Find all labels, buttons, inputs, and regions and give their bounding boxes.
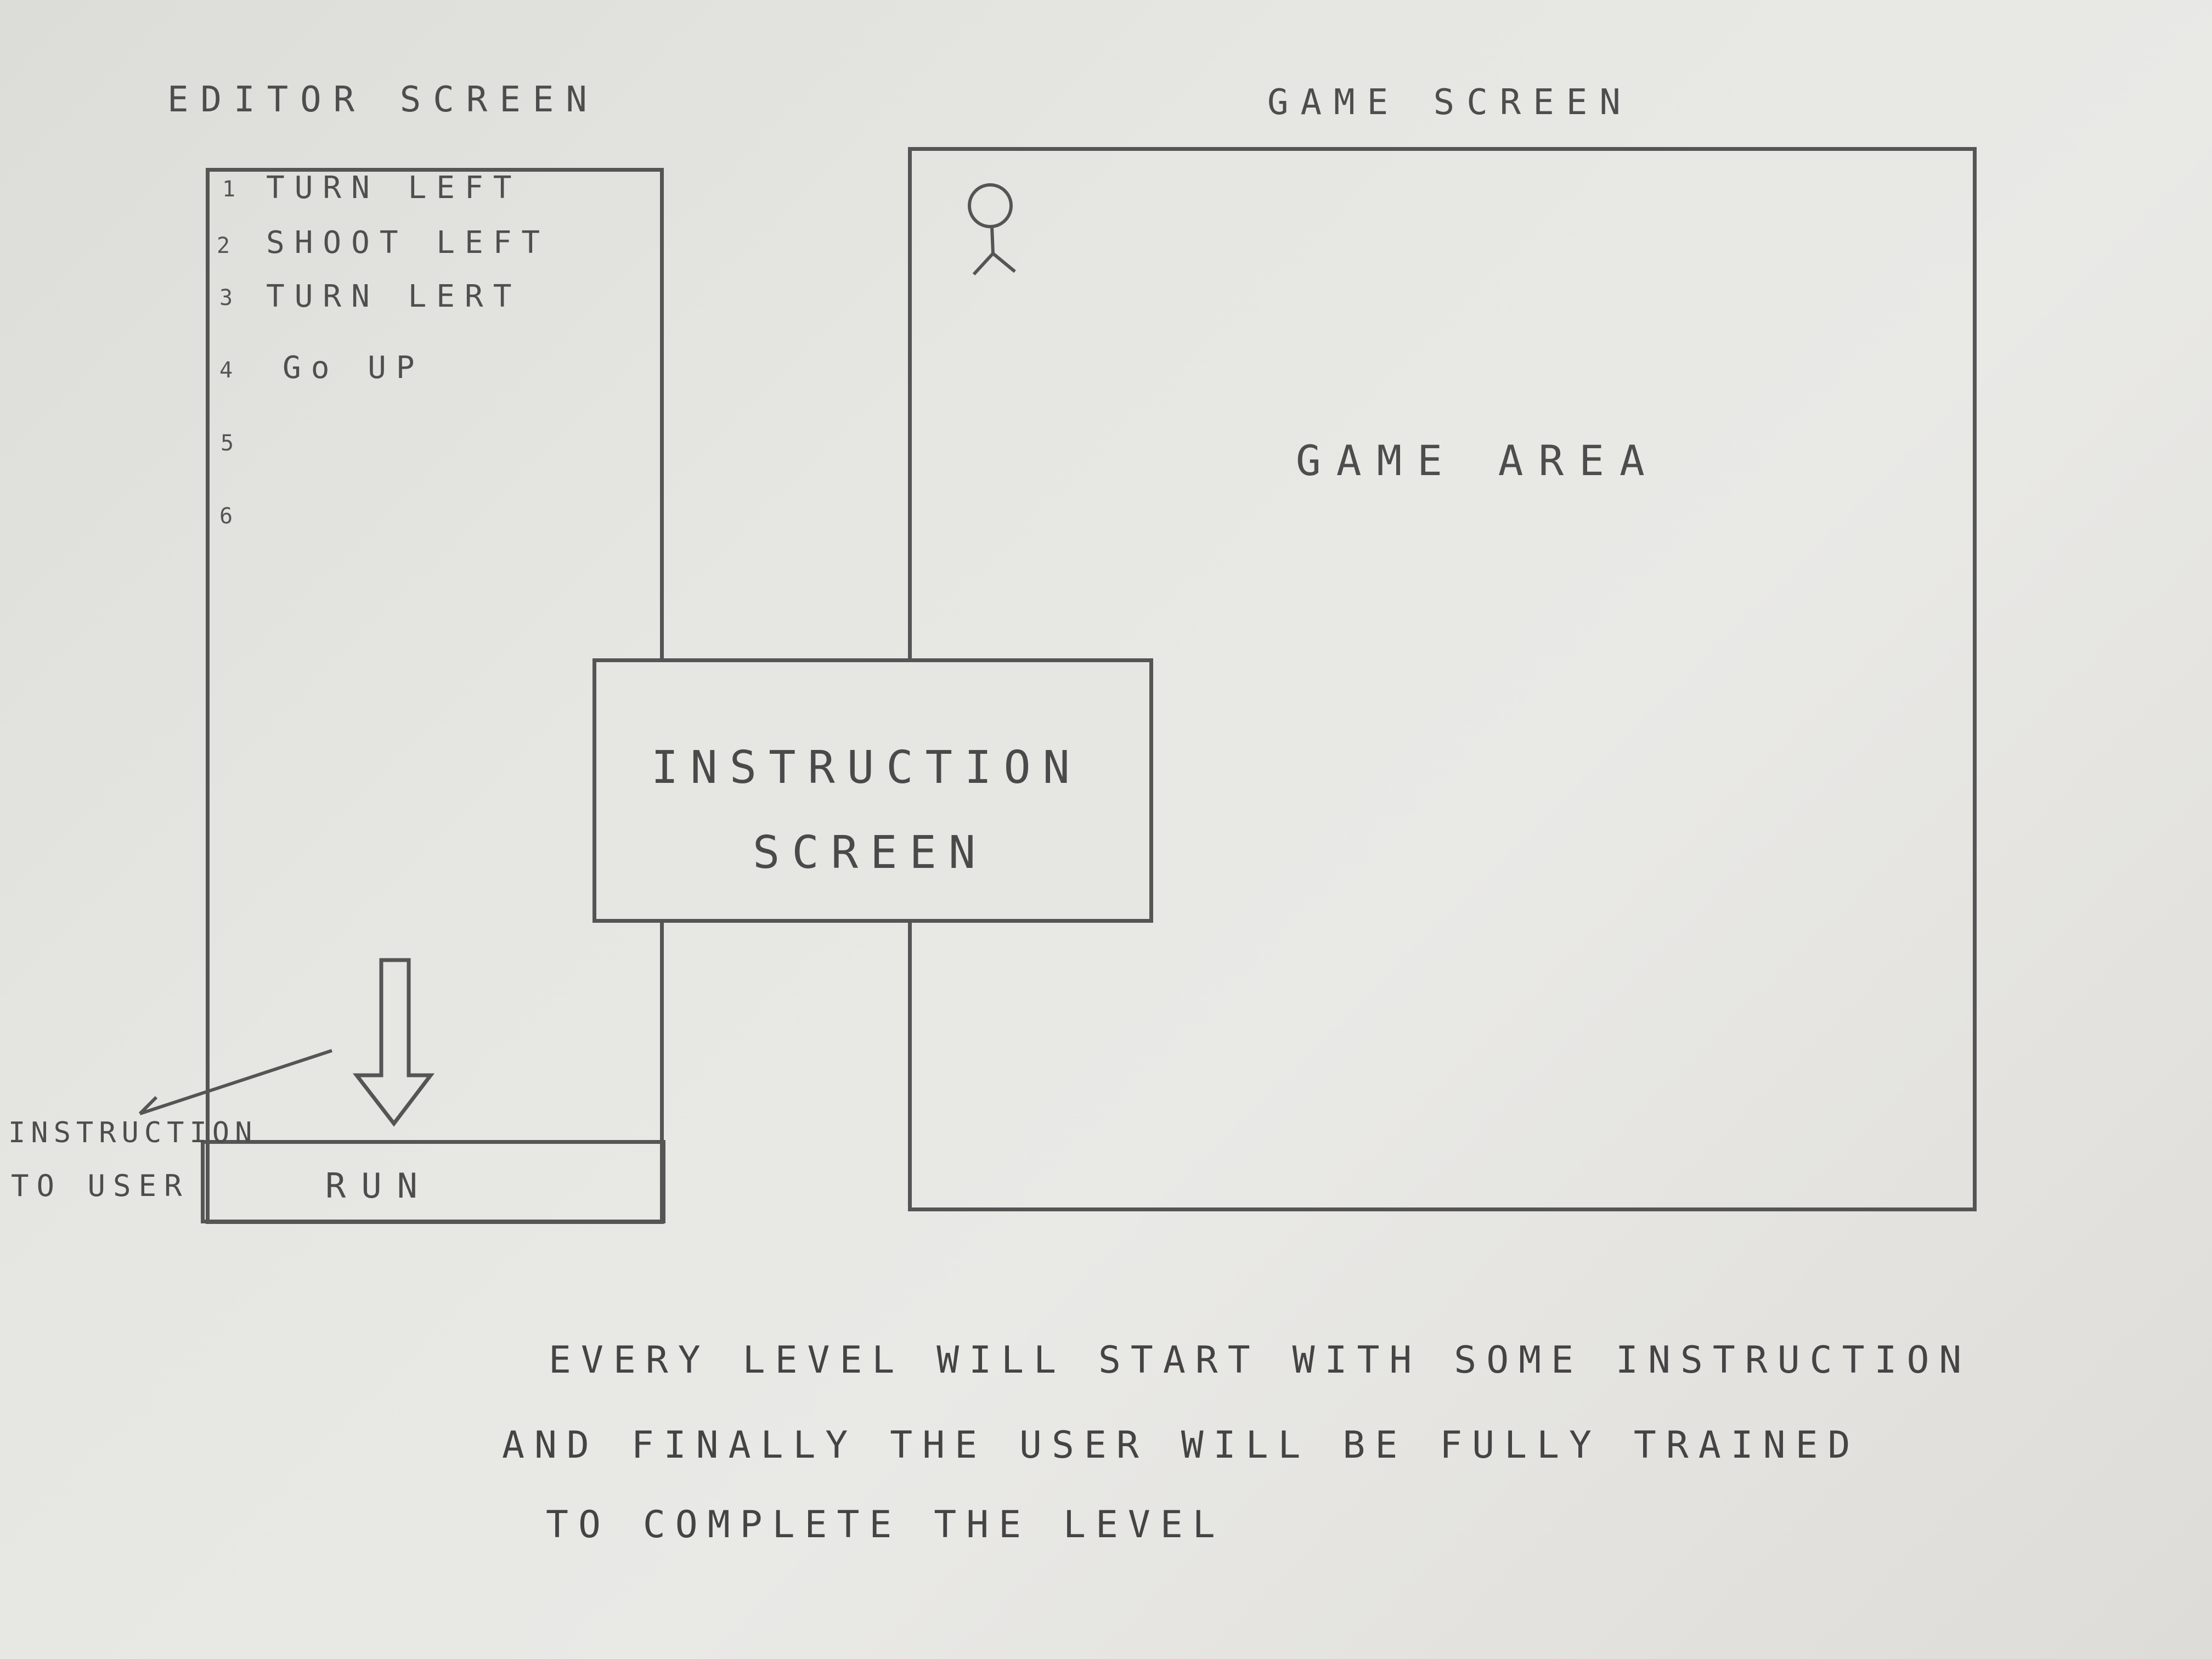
line-text: TURN LEFT xyxy=(266,170,522,206)
annotation-line2: TO USER xyxy=(11,1169,190,1203)
line-number: 6 xyxy=(219,504,233,529)
line-number: 4 xyxy=(219,358,233,383)
run-button-label: RUN xyxy=(325,1166,433,1206)
line-number: 5 xyxy=(221,431,234,456)
game-area-label: GAME AREA xyxy=(1296,436,1660,485)
line-text: TURN LERT xyxy=(266,279,522,314)
note-line-3: TO COMPLETE THE LEVEL xyxy=(546,1503,1225,1547)
note-line-2: AND FINALLY THE USER WILL BE FULLY TRAIN… xyxy=(502,1424,1860,1467)
line-text: SHOOT LEFT xyxy=(266,225,550,261)
line-text: Go UP xyxy=(283,350,425,386)
line-number: 1 xyxy=(222,177,236,202)
line-number: 3 xyxy=(219,285,233,311)
instruction-screen-title-line2: SCREEN xyxy=(753,827,988,879)
instruction-screen-box: INSTRUCTION SCREEN xyxy=(592,658,1153,923)
instruction-screen-title-line1: INSTRUCTION xyxy=(651,742,1082,794)
note-line-1: EVERY LEVEL WILL START WITH SOME INSTRUC… xyxy=(549,1339,1972,1382)
annotation-line1: INSTRUCTION xyxy=(8,1116,258,1149)
run-button[interactable]: RUN xyxy=(201,1140,665,1223)
line-number: 2 xyxy=(217,233,230,258)
game-screen-heading: GAME SCREEN xyxy=(1267,82,1633,123)
editor-screen-heading: EDITOR SCREEN xyxy=(167,80,599,120)
